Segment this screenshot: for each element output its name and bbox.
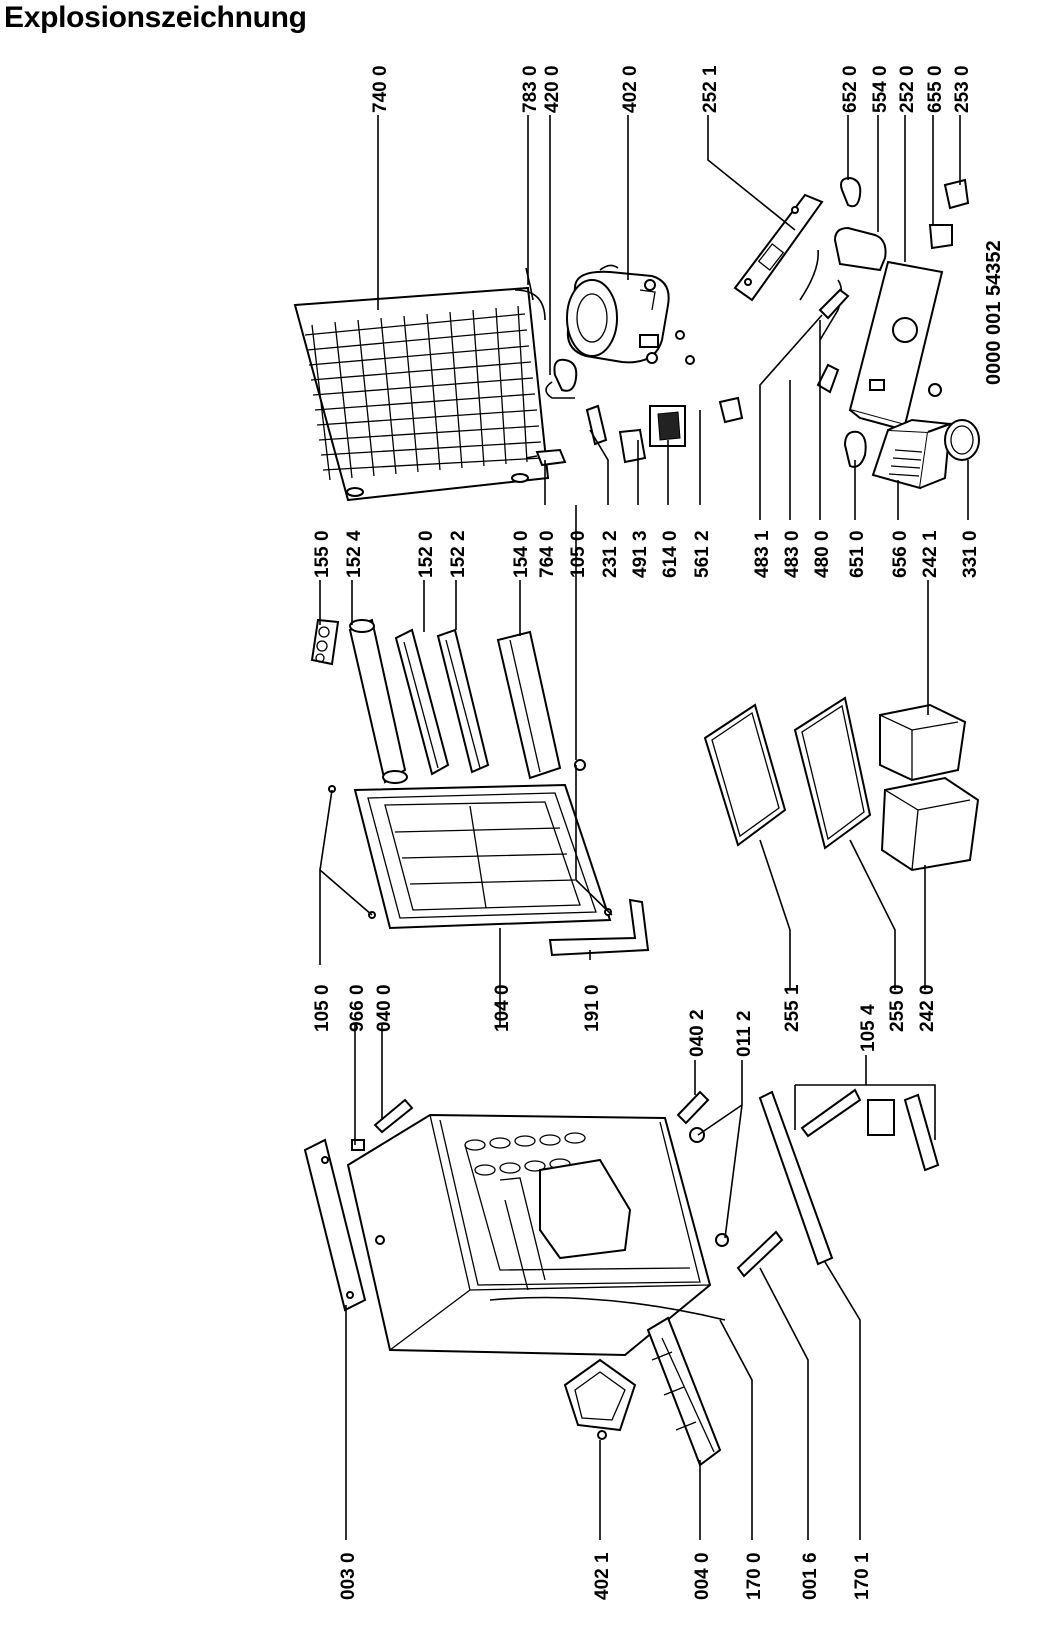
side-rail: [736, 1090, 834, 1278]
part-label: 480 0: [812, 530, 833, 578]
part-label: 331 0: [960, 530, 981, 578]
part-label: 152 2: [448, 530, 469, 578]
part-label: 255 1: [782, 984, 803, 1032]
bottom-frame: [646, 1316, 722, 1467]
glass-shelf-upper: [703, 703, 787, 847]
part-label: 154 0: [511, 530, 532, 578]
part-label: 561 2: [692, 530, 713, 578]
part-label: 491 3: [630, 530, 651, 578]
part-label: 255 0: [887, 984, 908, 1032]
part-label: 655 0: [925, 65, 946, 113]
part-label: 231 2: [600, 530, 621, 578]
egg-tray: [310, 618, 340, 666]
part-label: 764 0: [537, 530, 558, 578]
refrigerator-door: [328, 783, 612, 930]
part-label: 783 0: [520, 65, 541, 113]
part-label: 003 0: [338, 1552, 359, 1600]
part-label: 483 1: [752, 530, 773, 578]
part-label: 155 0: [312, 530, 333, 578]
glass-shelf-lower: [793, 696, 872, 850]
part-label: 652 0: [840, 65, 861, 113]
vent-grille: [871, 418, 980, 490]
part-label: 402 1: [592, 1552, 613, 1600]
part-label: 242 1: [920, 530, 941, 578]
leader-lines: [319, 115, 969, 1540]
part-label: 152 0: [416, 530, 437, 578]
cabinet-body: [346, 1113, 726, 1357]
drain-bowl: [563, 1358, 637, 1440]
page-title: Explosionszeichnung: [4, 1, 307, 34]
drawing-number: 0000 001 54352: [983, 240, 1005, 385]
part-label: 740 0: [370, 65, 391, 113]
part-label: 402 0: [620, 65, 641, 113]
crisper-drawer-upper: [879, 703, 967, 782]
part-label: 614 0: [660, 530, 681, 578]
part-label: 040 0: [374, 984, 395, 1032]
hinge-parts: [351, 1090, 729, 1247]
part-label: 656 0: [890, 530, 911, 578]
door-shelves: [348, 618, 586, 784]
part-label: 170 0: [744, 1552, 765, 1600]
cover-plate: [733, 193, 824, 302]
part-label: 105 0: [312, 984, 333, 1032]
part-label: 011 2: [734, 1011, 755, 1058]
hinge-kit: [794, 1084, 940, 1172]
part-label: 253 0: [952, 65, 973, 113]
part-label: 651 0: [847, 530, 868, 578]
part-label: 104 0: [492, 984, 513, 1032]
part-label: 001 6: [800, 1552, 821, 1600]
part-label: 040 2: [687, 1009, 708, 1057]
top-cover-rail: [303, 1138, 367, 1312]
part-label: 105 0: [568, 530, 589, 578]
part-label: 252 0: [897, 65, 918, 113]
part-label: 966 0: [347, 984, 368, 1032]
part-label: 554 0: [870, 65, 891, 113]
part-label: 420 0: [542, 65, 563, 113]
condenser-coil: [293, 286, 550, 502]
part-label: 191 0: [582, 984, 603, 1032]
part-label: 483 0: [782, 530, 803, 578]
crisper-drawer-lower: [880, 776, 980, 872]
compressor: [566, 270, 695, 365]
part-label: 242 0: [917, 984, 938, 1032]
part-label: 252 1: [700, 65, 721, 113]
part-label: 004 0: [692, 1552, 713, 1600]
part-label: 105 4: [858, 1004, 879, 1052]
compressor-fittings: [525, 264, 744, 467]
part-label: 170 1: [852, 1552, 873, 1600]
door-bar: [548, 898, 650, 957]
part-label: 152 4: [344, 530, 365, 578]
